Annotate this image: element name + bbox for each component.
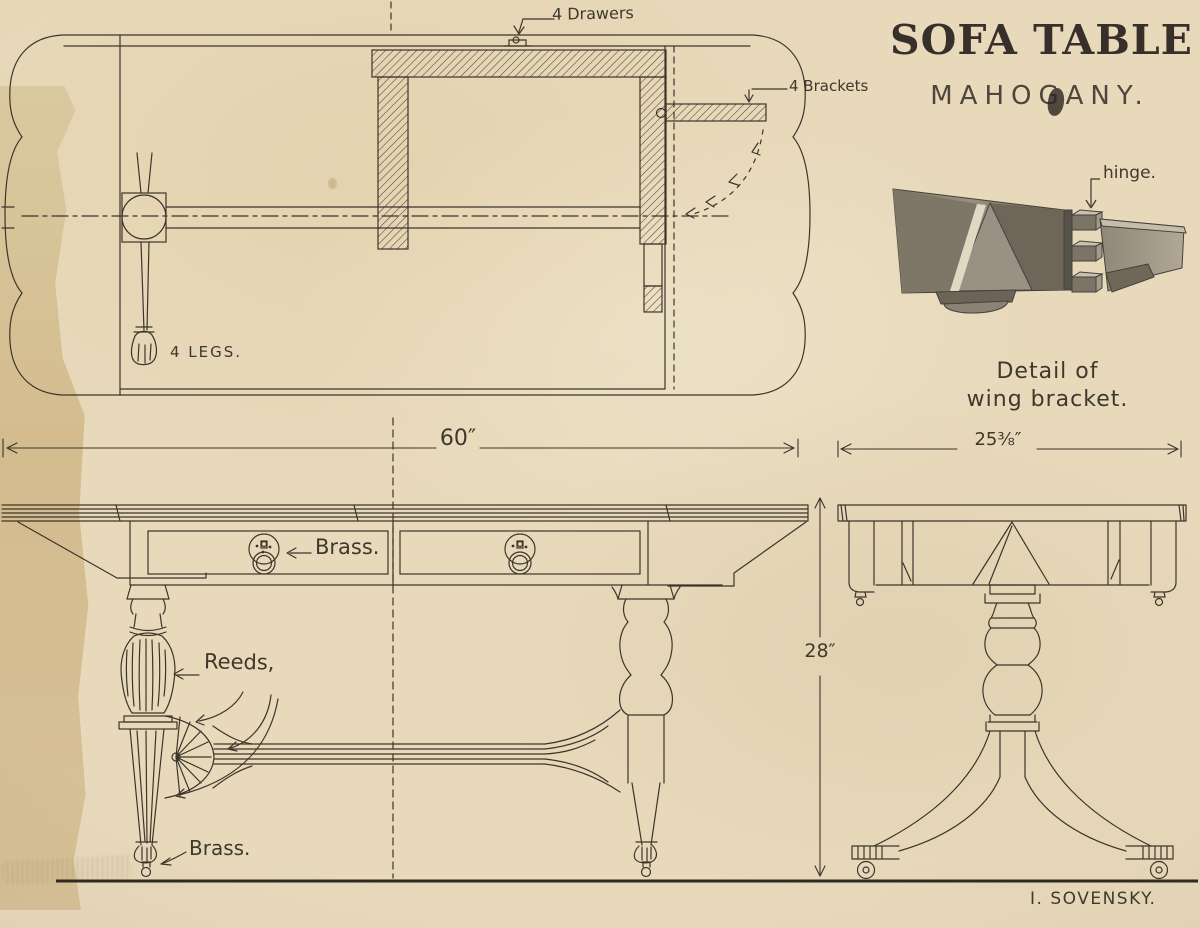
right-drop-leaf <box>667 521 807 587</box>
table-top-end <box>837 504 1187 522</box>
wing-bracket-plan <box>655 103 767 122</box>
caster-right-front <box>640 861 652 878</box>
drawer-section-hatch <box>371 49 667 313</box>
end-leaf-left <box>848 520 875 607</box>
dimension-length-60 <box>2 438 799 458</box>
fan-carving <box>164 715 215 799</box>
paper-stain <box>328 178 337 189</box>
ring-pull-right <box>504 533 536 575</box>
hinge-knuckles <box>1070 209 1104 293</box>
bracket-foot <box>935 289 1017 305</box>
pedestal-plan <box>121 192 167 243</box>
drawer-left <box>147 530 389 575</box>
end-leaf-right <box>1150 520 1177 607</box>
left-pedestal-front <box>118 584 178 846</box>
dimension-height-text: 28″ <box>804 640 836 662</box>
leg-plan <box>130 152 158 366</box>
dimension-depth-25 <box>837 440 1182 458</box>
brackets-leader-arrow <box>744 88 788 103</box>
drawing-title: SOFA TABLE <box>890 16 1193 64</box>
bracket-triangle-end <box>972 521 1050 585</box>
drawers-leader-arrow <box>513 18 555 35</box>
brackets-label: 4 Brackets <box>789 77 869 95</box>
detail-caption-line1: Detail of <box>996 359 1099 384</box>
swing-arc <box>685 129 764 219</box>
ring-pull-left <box>248 533 280 575</box>
apron-end <box>875 520 1150 586</box>
brass-pull-label: Brass. <box>315 535 380 559</box>
dimension-height-28 <box>814 497 826 877</box>
splayed-legs-end <box>873 730 1152 852</box>
reeds-label: Reeds, <box>203 649 275 675</box>
end-elevation-drawing <box>837 504 1187 880</box>
legs-label: 4 LEGS. <box>170 343 243 361</box>
drawers-label: 4 Drawers <box>551 3 634 24</box>
paw-foot-right-front <box>633 841 658 864</box>
pedestal-end <box>982 584 1043 778</box>
brass-pull-leader-arrow <box>286 547 312 559</box>
plan-outline <box>4 34 811 396</box>
material-label: MAHOGANY. <box>930 81 1150 111</box>
bracket-rail-wedge <box>1105 263 1155 293</box>
brass-caster-leader-arrow <box>160 851 187 866</box>
paw-foot-left-front <box>133 841 158 864</box>
casters-end <box>856 860 1169 880</box>
wing-bracket-detail-drawing <box>892 178 1187 314</box>
hinge-leader-arrow <box>1085 178 1100 209</box>
caster-left-front <box>140 861 152 878</box>
stretcher-plan <box>1 206 641 229</box>
drawer-latch-plan <box>503 36 533 47</box>
brass-caster-label: Brass. <box>189 836 251 860</box>
artist-signature: I. SOVENSKY. <box>1030 889 1157 909</box>
plan-view-drawing <box>1 1 811 396</box>
dimension-lines <box>2 438 1182 877</box>
right-pedestal-front <box>611 584 681 846</box>
dimension-depth-text: 25⅜″ <box>974 429 1022 450</box>
stretcher-front <box>212 709 621 793</box>
reeds-leader-arrows <box>173 668 279 799</box>
detail-caption-line2: wing bracket. <box>966 387 1129 412</box>
paw-feet-end <box>851 845 1174 860</box>
detail-caption: Detail of wing bracket. <box>915 358 1180 414</box>
table-top-front <box>1 504 809 522</box>
dimension-length-text: 60″ <box>439 426 477 451</box>
apron-front <box>129 520 723 586</box>
front-elevation-drawing <box>1 417 809 879</box>
hinge-label: hinge. <box>1103 163 1156 183</box>
